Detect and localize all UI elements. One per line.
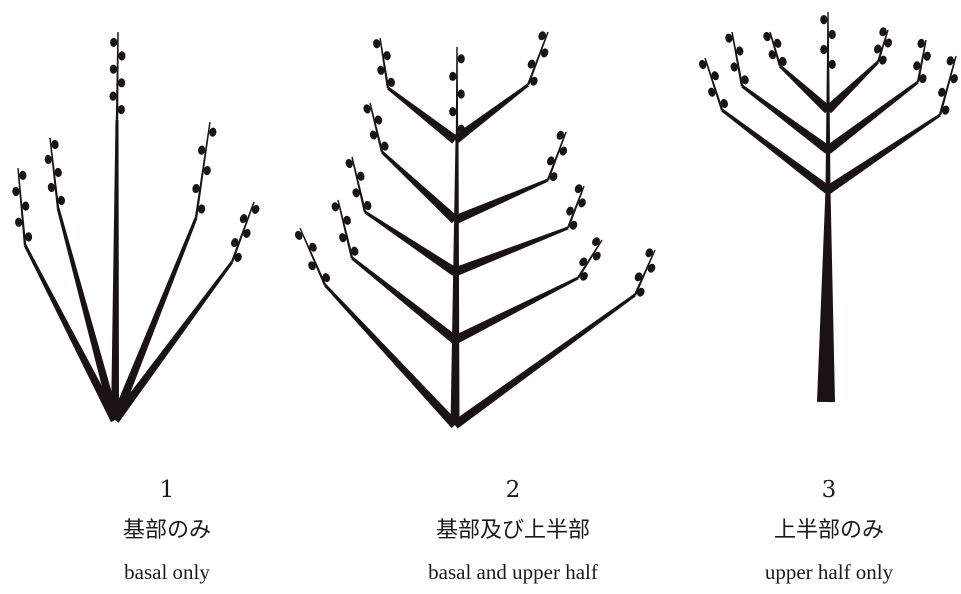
main-axis [817, 190, 835, 402]
basal-branch-left-outer-seed [19, 170, 27, 180]
upper-branch-right-2 [825, 81, 919, 154]
figure-3-label-ja: 上半部のみ [699, 510, 959, 552]
basal-branch-right-spikelet [634, 250, 656, 296]
upper-branch-left-3-spikelet [369, 103, 383, 153]
main-axis-seed [118, 105, 125, 114]
upper-branch-left-1-spikelet [337, 200, 353, 258]
figure-2-basal-and-upper-branching [294, 30, 657, 428]
main-axis-seed [458, 89, 465, 98]
basal-branch-left-outer-seed [12, 187, 20, 197]
figure-1-basal-branching [12, 32, 261, 423]
caption-figure-3: 3 上半部のみ upper half only [699, 470, 959, 592]
figure-1-label-ja: 基部のみ [37, 510, 297, 552]
upper-branch-right-3-spikelet [547, 132, 567, 181]
basal-branch-right-inner-seed [209, 127, 217, 137]
main-axis [111, 120, 119, 420]
upper-branch-left-2-spikelet [351, 157, 366, 213]
main-axis-upper [826, 70, 831, 190]
figure-1-label-en: basal only [37, 552, 297, 592]
main-axis-seed [820, 45, 827, 54]
upper-branch-left-1-spikelet [704, 58, 723, 111]
main-axis-seed [449, 72, 456, 81]
main-axis-seed [449, 107, 456, 116]
main-axis-seed [118, 51, 125, 60]
basal-branch-left-seed [294, 230, 304, 241]
basal-branch-left-outer-seed [22, 201, 30, 211]
basal-branch-right-inner [111, 217, 198, 421]
basal-branch-right [452, 294, 636, 429]
main-axis-seed [109, 91, 116, 100]
basal-branch-left-inner-seed [44, 155, 52, 165]
main-axis-seed [110, 65, 117, 74]
main-axis-seed [829, 30, 836, 39]
upper-branch-right-1-seed [590, 236, 601, 248]
main-axis-seed [118, 78, 125, 87]
basal-branch-right-outer-spikelet [231, 202, 255, 263]
main-axis-seed [829, 60, 836, 69]
upper-branch-left-3 [381, 151, 458, 223]
figure-2-label-ja: 基部及び上半部 [383, 510, 643, 552]
figure-2-label-en: basal and upper half [383, 552, 643, 592]
upper-branch-right-1-seed [578, 256, 589, 268]
upper-branch-left-4-spikelet [379, 38, 389, 88]
basal-branch-left-outer-seed [15, 217, 23, 227]
basal-branch-left-inner-seed [54, 168, 62, 178]
main-axis-seed [820, 15, 827, 24]
figure-1-number: 1 [37, 470, 297, 510]
figure-3-label-en: upper half only [699, 552, 959, 592]
upper-branch-left-1 [721, 109, 831, 194]
main-axis [451, 140, 460, 425]
upper-branch-right-3 [453, 179, 548, 225]
upper-branch-left-2 [364, 211, 457, 276]
basal-branch-right-outer [111, 261, 233, 423]
upper-branch-left-3 [779, 65, 831, 113]
upper-branch-right-1 [453, 277, 579, 344]
upper-branch-left-4 [387, 87, 458, 144]
upper-branch-right-1-seed [591, 250, 602, 262]
upper-branch-right-4-spikelet [527, 32, 549, 86]
figure-3-number: 3 [699, 470, 959, 510]
upper-branch-left-2-spikelet [731, 32, 743, 86]
upper-branch-left-2 [741, 85, 831, 154]
upper-branch-right-2 [453, 227, 568, 277]
basal-branch-left-inner [57, 208, 120, 422]
basal-branch-left-spikelet [299, 228, 326, 286]
caption-figure-1: 1 基部のみ basal only [37, 470, 297, 592]
figure-3-upper-branching [698, 12, 959, 402]
figure-2-number: 2 [383, 470, 643, 510]
main-axis-seed [458, 54, 465, 63]
basal-branch-left [324, 284, 458, 428]
basal-branch-right-seed [644, 247, 654, 258]
basal-branch-left-inner-seed [51, 140, 59, 150]
upper-branch-right-1 [826, 114, 941, 194]
caption-figure-2: 2 基部及び上半部 basal and upper half [383, 470, 643, 592]
main-axis-seed [110, 38, 117, 47]
